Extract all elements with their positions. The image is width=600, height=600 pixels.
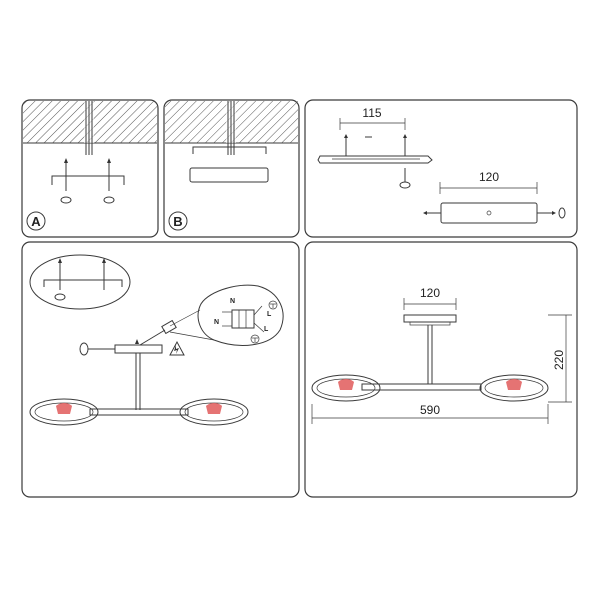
screw-icon (423, 211, 441, 215)
rotate-icon (79, 342, 115, 356)
screw-icon (103, 158, 115, 204)
wire-label-l: L (264, 326, 269, 333)
ground-icon (250, 334, 260, 344)
mounting-plate (189, 167, 269, 183)
panel-dimensions: 120 220 590 (304, 241, 578, 498)
dimension-label-plate: 120 (479, 170, 499, 184)
screw-icon (537, 207, 566, 219)
terminal-block (231, 309, 255, 329)
mounting-bracket (51, 175, 125, 185)
ground-icon (268, 300, 278, 310)
canopy (114, 344, 163, 354)
lamp-ring-left (29, 398, 99, 426)
canopy (403, 314, 457, 323)
screw-icon (54, 258, 66, 301)
panel-a: A (21, 99, 159, 238)
dimension-label-canopy: 120 (420, 286, 440, 300)
lamp-ring-right (179, 398, 249, 426)
wire-label-n: N (214, 319, 219, 326)
panel-badge-b: B (173, 214, 182, 229)
wiring-callout: N L N L (169, 284, 284, 346)
dimension-label-width: 590 (420, 403, 440, 417)
rotate-icon (399, 181, 411, 189)
panel-bracket: 115 120 (304, 99, 578, 238)
screw-icon (344, 134, 348, 156)
lamp-ring-left (311, 374, 381, 402)
ceiling-cable (84, 101, 94, 155)
panel-wiring: N L N L (21, 241, 300, 498)
lamp-arm (89, 408, 189, 416)
bracket-detail-inset (29, 254, 131, 310)
panel-b: B (163, 99, 300, 238)
dimension-label-height: 220 (552, 350, 566, 370)
screw-icon (60, 158, 72, 204)
lamp-arm (361, 383, 482, 391)
wire-label-l: L (267, 311, 272, 318)
bracket-bar (317, 155, 433, 164)
canopy-plate (440, 202, 538, 224)
lamp-ring-right (479, 374, 549, 402)
ceiling-cable (226, 101, 236, 155)
wire-label-n: N (230, 298, 235, 305)
panel-badge-a: A (31, 214, 41, 229)
screw-icon (403, 134, 407, 156)
screw-icon (102, 258, 106, 290)
warning-icon (169, 340, 185, 356)
dimension-label-bracket: 115 (362, 106, 381, 120)
